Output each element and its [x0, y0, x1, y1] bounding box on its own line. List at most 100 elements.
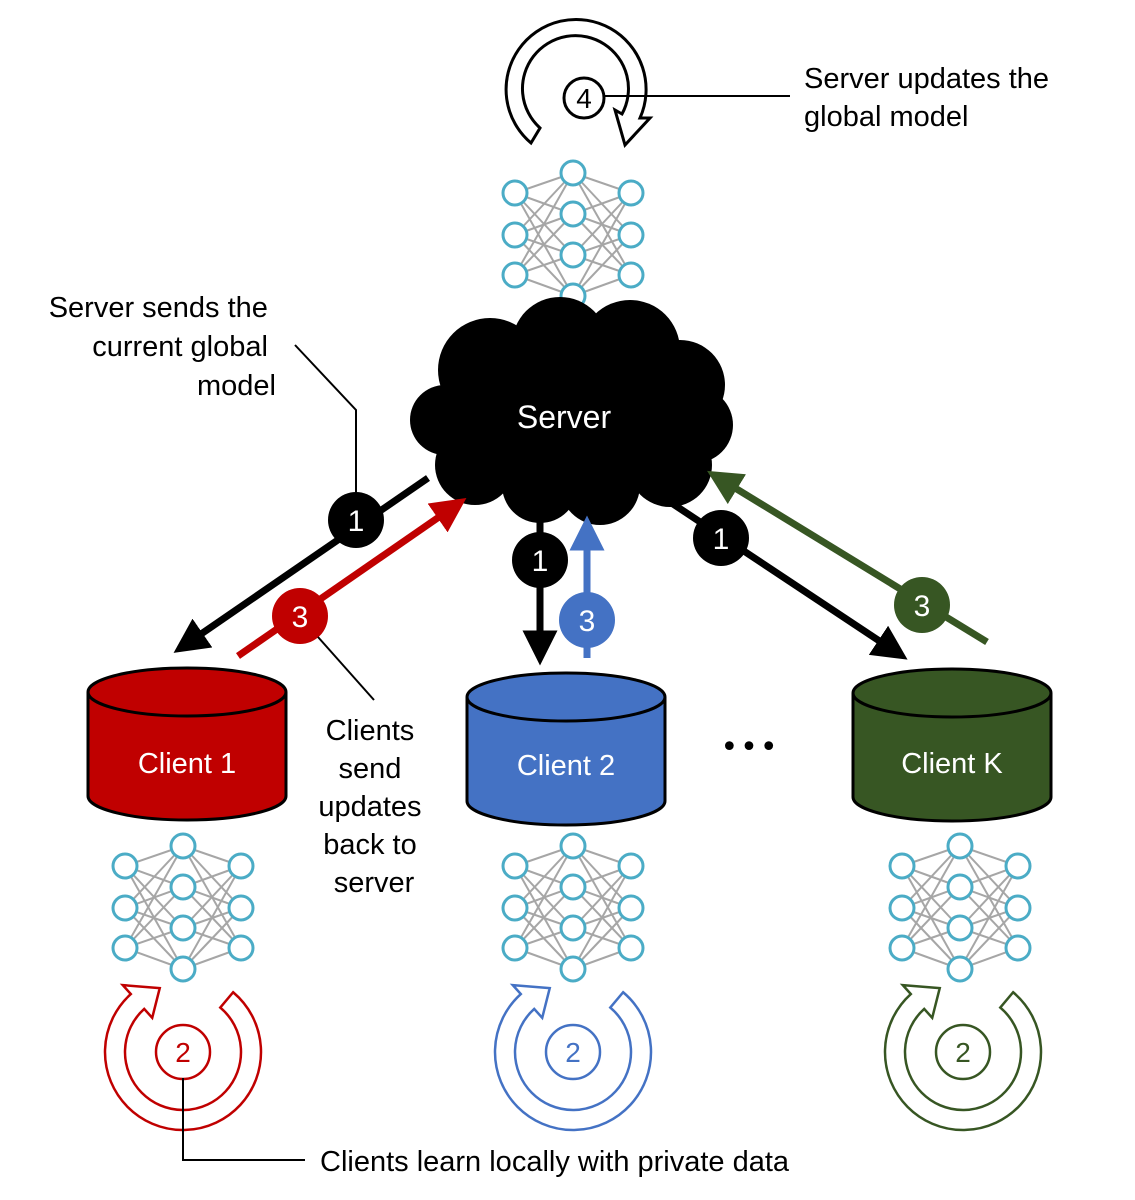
svg-text:1: 1: [713, 523, 730, 556]
nn-node: [888, 852, 916, 880]
server-sends-line-3: model: [197, 370, 276, 402]
step-2-circle: [934, 1023, 992, 1081]
nn-node: [1004, 852, 1032, 880]
nn-node: [617, 221, 645, 249]
nn-node: [111, 934, 139, 962]
nn-edge: [124, 845, 184, 949]
nn-edge: [572, 865, 632, 929]
leader-line-server-sends: [294, 344, 357, 500]
nn-node: [169, 914, 197, 942]
server-sends-line-2: current global: [92, 331, 268, 363]
nn-edge: [959, 865, 1019, 929]
step-1-badge-client-1: 1: [328, 492, 384, 548]
client-k-database: Client K: [851, 667, 1053, 823]
step-3-badge-client-1: 3: [272, 588, 328, 644]
nn-node: [501, 894, 529, 922]
clients-send-label: Clients send updates back to server: [318, 715, 429, 899]
server-sends-label: Server sends the current global model: [49, 292, 276, 402]
nn-node: [501, 261, 529, 289]
nn-node: [617, 179, 645, 207]
cycle-arrow-shape: [493, 983, 653, 1132]
nn-node: [227, 894, 255, 922]
nn-node: [501, 179, 529, 207]
nn-node: [559, 159, 587, 187]
step-2-number: 2: [955, 1037, 971, 1068]
cycle-arrow-shape: [883, 983, 1043, 1132]
client-k-label: Client K: [901, 748, 1003, 780]
step-3-badge-client-2: 3: [559, 592, 615, 648]
client-2-local-learning-cycle-icon: 2: [493, 983, 653, 1132]
nn-edge: [514, 845, 574, 909]
step-2-number: 2: [175, 1037, 191, 1068]
step-4-number: 4: [576, 83, 592, 114]
leader-line-clients-learn: [182, 1078, 305, 1161]
arrow-server-to-client-1: [173, 475, 430, 653]
client-k-neural-network-icon: [888, 832, 1032, 983]
nn-node: [111, 852, 139, 880]
nn-node: [617, 894, 645, 922]
nn-node: [617, 852, 645, 880]
cycle-arrow-shape: [103, 983, 263, 1132]
nn-node: [946, 832, 974, 860]
nn-edge: [514, 172, 574, 236]
nn-node: [169, 873, 197, 901]
step-2-circle: [544, 1023, 602, 1081]
step-3-badge-client-k: 3: [894, 577, 950, 633]
step-1-badge-client-2: 1: [512, 532, 568, 588]
nn-node: [501, 852, 529, 880]
nn-edge: [901, 845, 961, 909]
nn-node: [501, 221, 529, 249]
nn-edge: [959, 865, 1019, 970]
nn-edges: [514, 845, 632, 970]
nn-edge: [182, 907, 242, 970]
nn-edge: [572, 865, 632, 970]
nn-edge: [514, 213, 574, 276]
nn-node: [1004, 894, 1032, 922]
more-clients-ellipsis: •••: [720, 730, 779, 765]
nn-node: [111, 894, 139, 922]
nn-edge: [182, 865, 242, 929]
nn-edge: [901, 845, 961, 949]
client-k-local-learning-cycle-icon: 2: [883, 983, 1043, 1132]
svg-text:3: 3: [292, 601, 309, 634]
nn-node: [559, 241, 587, 269]
leader-line-clients-send: [317, 636, 375, 701]
nn-node: [227, 934, 255, 962]
client-1-database: Client 1: [86, 666, 288, 822]
nn-node: [946, 873, 974, 901]
nn-edge: [514, 172, 574, 276]
nn-edges: [124, 845, 242, 970]
nn-edge: [514, 845, 574, 949]
client-2-label: Client 2: [517, 750, 615, 782]
server-cloud: Server: [410, 297, 733, 525]
nn-node: [617, 261, 645, 289]
step-1-badge-client-k: 1: [693, 510, 749, 566]
server-label: Server: [517, 399, 612, 435]
nn-edge: [124, 845, 184, 909]
svg-text:1: 1: [532, 545, 549, 578]
client-2-neural-network-icon: [501, 832, 645, 983]
nn-node: [617, 934, 645, 962]
nn-edge: [572, 907, 632, 970]
nn-edge: [514, 886, 574, 949]
server-neural-network-icon: [501, 159, 645, 310]
nn-edges: [901, 845, 1019, 970]
svg-text:3: 3: [579, 605, 596, 638]
nn-node: [888, 894, 916, 922]
nn-edge: [572, 192, 632, 297]
nn-node: [1004, 934, 1032, 962]
step-4-circle: [562, 76, 606, 120]
nn-node: [888, 934, 916, 962]
nn-edge: [901, 886, 961, 949]
client-1-neural-network-icon: [111, 832, 255, 983]
nn-node: [501, 934, 529, 962]
nn-edge: [182, 865, 242, 970]
nn-edge: [959, 907, 1019, 970]
nn-node: [946, 914, 974, 942]
update-cycle-icon: 4: [504, 17, 654, 148]
nn-node: [559, 914, 587, 942]
nn-edges: [514, 172, 632, 297]
nn-node: [227, 852, 255, 880]
client-1-label: Client 1: [138, 748, 236, 780]
nn-node: [169, 955, 197, 983]
